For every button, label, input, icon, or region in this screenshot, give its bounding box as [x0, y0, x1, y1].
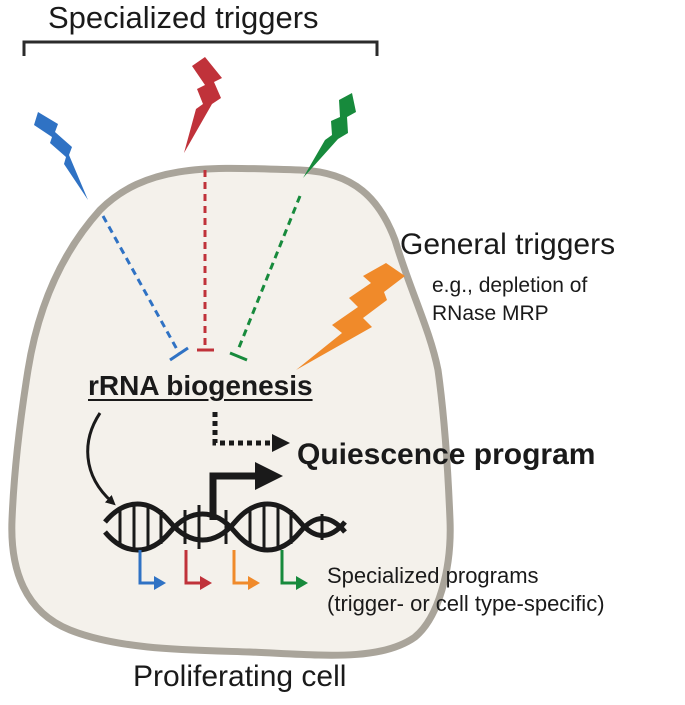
promoter-arrow-head-icon: [255, 462, 283, 490]
dna-helix-icon: [103, 501, 347, 553]
gene-arrow-red: [184, 550, 212, 590]
curved-arrow: [86, 412, 116, 506]
rrna-biogenesis-label: rRNA biogenesis: [88, 370, 313, 401]
gene-arrow-orange: [232, 550, 260, 590]
bolt-icon-red: [184, 57, 222, 153]
inhibition-bar-icon-blue: [169, 346, 189, 362]
gene-arrow-green: [280, 550, 308, 590]
specialized-programs-label: Specialized programs (trigger- or cell t…: [327, 563, 605, 616]
inhibition-line-blue: [101, 215, 181, 354]
dotted-arrow-head-icon: [272, 434, 290, 452]
quiescence-program-label: Quiescence program: [297, 438, 596, 471]
bracket: [22, 40, 379, 56]
general-triggers-label: General triggers: [400, 228, 616, 261]
inhibition-bar-icon-green: [229, 351, 248, 362]
bolt-icon-orange: [296, 263, 405, 370]
bolt-icon-green: [303, 93, 356, 178]
inhibition-line-green: [236, 195, 302, 351]
dotted-arrow: [212, 412, 275, 446]
bolt-icon-blue: [34, 112, 88, 200]
promoter-arrow: [209, 472, 260, 520]
general-triggers-example: e.g., depletion of RNase MRP: [432, 274, 588, 325]
proliferating-cell-label: Proliferating cell: [133, 660, 347, 693]
specialized-triggers-label: Specialized triggers: [48, 0, 319, 35]
gene-arrow-blue: [138, 550, 166, 590]
